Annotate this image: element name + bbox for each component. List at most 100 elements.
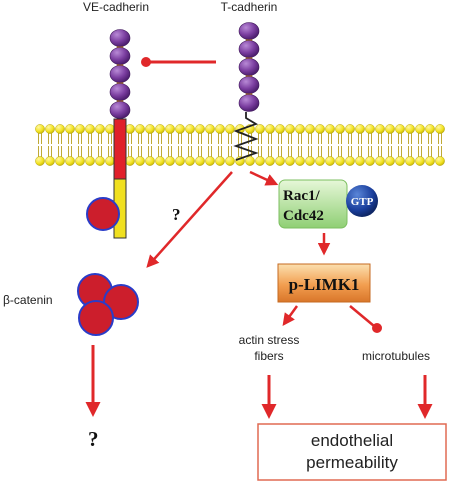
lipid-head — [315, 124, 325, 134]
lipid-head — [185, 124, 195, 134]
lipid-head — [365, 156, 375, 166]
lipid-head — [225, 124, 235, 134]
lipid-head — [375, 124, 385, 134]
lipid-head — [125, 156, 135, 166]
cdc42-label: Cdc42 — [283, 208, 324, 224]
lipid-head — [415, 124, 425, 134]
ve-cadherin-label: VE-cadherin — [83, 0, 149, 14]
lipid-head — [35, 156, 45, 166]
lipid-head — [245, 156, 255, 166]
lipid-head — [325, 156, 335, 166]
t-cadherin-label: T-cadherin — [221, 0, 278, 14]
lipid-head — [135, 156, 145, 166]
lipid-head — [215, 156, 225, 166]
unknown-mark-2: ? — [88, 427, 99, 451]
cadherin-domain-bead — [238, 58, 260, 76]
gtp-label: GTP — [351, 196, 374, 208]
actin-fibers-label-line1: actin stress — [239, 333, 300, 347]
gtp-badge: GTP — [346, 185, 378, 217]
lipid-head — [435, 124, 445, 134]
lipid-head — [275, 156, 285, 166]
lipid-head — [395, 156, 405, 166]
lipid-head — [155, 156, 165, 166]
lipid-head — [175, 124, 185, 134]
lipid-head — [85, 124, 95, 134]
unknown-mark-1: ? — [172, 205, 181, 224]
lipid-head — [275, 124, 285, 134]
lipid-head — [265, 156, 275, 166]
t-cadherin-domains — [238, 22, 260, 112]
beta-catenin-label: β-catenin — [3, 293, 53, 307]
lipid-head — [385, 124, 395, 134]
permeability-box: endothelial permeability — [257, 423, 447, 481]
cadherin-domain-bead — [238, 22, 260, 40]
arrow-to-beta-catenin — [146, 171, 233, 268]
lipid-head — [385, 156, 395, 166]
rac1-cdc42-box: Rac1/ Cdc42 — [278, 179, 348, 229]
lipid-head — [45, 156, 55, 166]
lipid-head — [35, 124, 45, 134]
lipid-head — [45, 124, 55, 134]
lipid-head — [135, 124, 145, 134]
arrows — [85, 170, 433, 419]
inhibition-limk-to-microtubules — [349, 305, 382, 333]
lipid-head — [335, 156, 345, 166]
cadherin-domain-bead — [109, 29, 131, 47]
lipid-head — [55, 156, 65, 166]
t-cadherin-protein — [233, 22, 260, 161]
lipid-head — [65, 156, 75, 166]
lipid-head — [85, 156, 95, 166]
lipid-head — [215, 124, 225, 134]
lipid-head — [195, 156, 205, 166]
lipid-head — [55, 124, 65, 134]
lipid-head — [305, 124, 315, 134]
cell-membrane — [35, 124, 445, 166]
lipid-head — [125, 124, 135, 134]
lipid-head — [175, 156, 185, 166]
cadherin-domain-bead — [238, 94, 260, 112]
lipid-head — [365, 124, 375, 134]
lipid-head — [405, 124, 415, 134]
lipid-head — [395, 124, 405, 134]
ve-cadherin-protein — [86, 29, 131, 239]
arrow-limk-to-actin — [282, 305, 299, 327]
lipid-head — [145, 156, 155, 166]
lipid-head — [425, 124, 435, 134]
lipid-head — [155, 124, 165, 134]
lipid-head — [355, 124, 365, 134]
arrow-to-rac1 — [249, 170, 279, 186]
microtubules-label: microtubules — [362, 349, 430, 363]
lipid-head — [295, 156, 305, 166]
inhibition-t-to-ve — [141, 57, 216, 67]
lipid-head — [225, 156, 235, 166]
lipid-head — [345, 124, 355, 134]
lipid-head — [185, 156, 195, 166]
lipid-head — [285, 124, 295, 134]
lipid-head — [75, 124, 85, 134]
lipid-head — [325, 124, 335, 134]
lipid-head — [375, 156, 385, 166]
lipid-head — [315, 156, 325, 166]
beta-catenin-cluster — [77, 273, 139, 336]
lipid-head — [305, 156, 315, 166]
cadherin-domain-bead — [109, 101, 131, 119]
permeability-label: permeability — [306, 453, 398, 472]
lipid-head — [95, 156, 105, 166]
lipid-head — [205, 156, 215, 166]
lipid-head — [105, 156, 115, 166]
endothelial-label: endothelial — [311, 431, 393, 450]
cadherin-domain-bead — [109, 65, 131, 83]
plimk1-label: p-LIMK1 — [289, 275, 360, 294]
actin-fibers-label-line2: fibers — [254, 349, 283, 363]
cadherin-domain-bead — [109, 47, 131, 65]
lipid-head — [295, 124, 305, 134]
lipid-head — [355, 156, 365, 166]
lipid-head — [195, 124, 205, 134]
lipid-head — [105, 124, 115, 134]
lipid-head — [435, 156, 445, 166]
lipid-head — [165, 124, 175, 134]
lipid-head — [145, 124, 155, 134]
lipid-head — [285, 156, 295, 166]
lipid-head — [95, 124, 105, 134]
